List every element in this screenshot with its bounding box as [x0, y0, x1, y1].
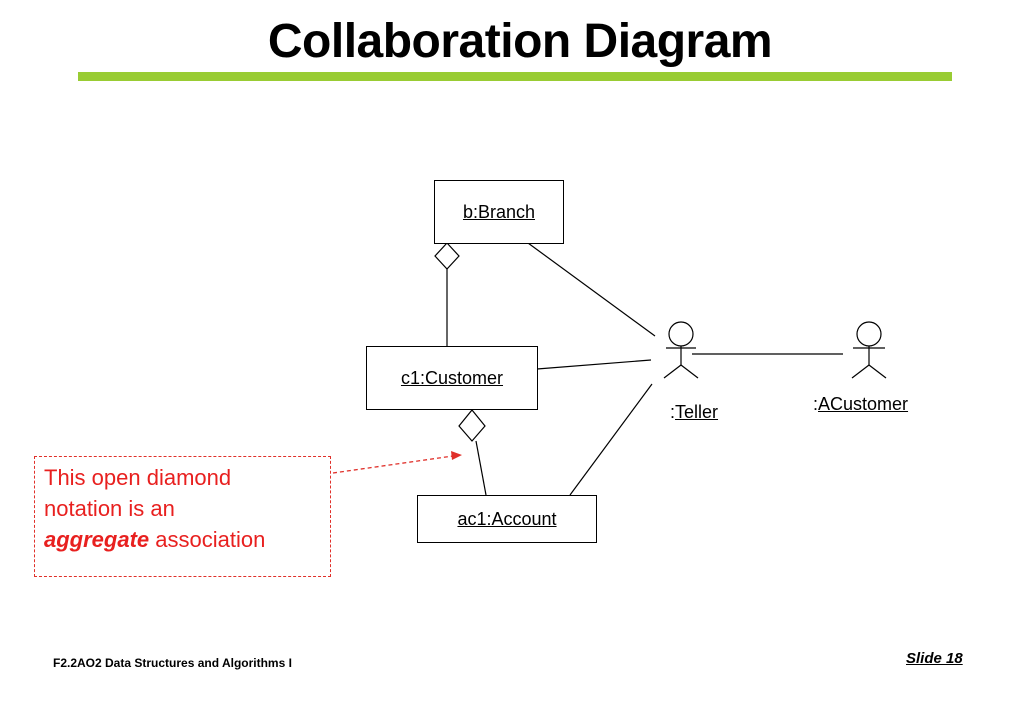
note-line-3: aggregate association [44, 524, 330, 555]
link-branch-teller [527, 242, 656, 337]
note-pointer-arrow [332, 455, 454, 474]
aggregate-note-callout: This open diamond notation is an aggrega… [34, 456, 331, 577]
acustomer-label: :ACustomer [813, 394, 908, 415]
link-customer-account [475, 440, 487, 496]
note-line-1: This open diamond [44, 465, 232, 490]
note-pointer-arrowhead [451, 451, 462, 460]
teller-label-prefix: : [670, 402, 676, 422]
footer-slide-number: Slide 18 [906, 650, 963, 667]
link-account-teller [569, 383, 653, 496]
note-emphasis: aggregate [44, 527, 150, 552]
object-branch: b:Branch [434, 180, 564, 244]
footer-course-title: F2.2AO2 Data Structures and Algorithms I [53, 656, 292, 670]
acustomer-actor-icon [851, 321, 887, 379]
object-customer: c1:Customer [366, 346, 538, 410]
object-customer-label: c1:Customer [400, 367, 504, 388]
teller-label: :Teller [670, 402, 718, 423]
aggregation-diamond-customer [458, 409, 486, 442]
object-branch-label: b:Branch [462, 201, 536, 222]
note-tail: association [149, 527, 266, 552]
title-underline-bar [78, 72, 952, 81]
acustomer-label-prefix: : [813, 394, 819, 414]
acustomer-label-name: ACustomer [818, 394, 909, 414]
link-customer-teller [536, 359, 652, 370]
object-account: ac1:Account [417, 495, 597, 543]
object-account-label: ac1:Account [457, 508, 557, 529]
aggregation-diamond-branch [434, 242, 460, 270]
slide-title: Collaboration Diagram [267, 15, 773, 68]
teller-actor-icon [663, 321, 699, 379]
note-line-2: notation is an [44, 496, 175, 521]
teller-label-name: Teller [675, 402, 719, 422]
